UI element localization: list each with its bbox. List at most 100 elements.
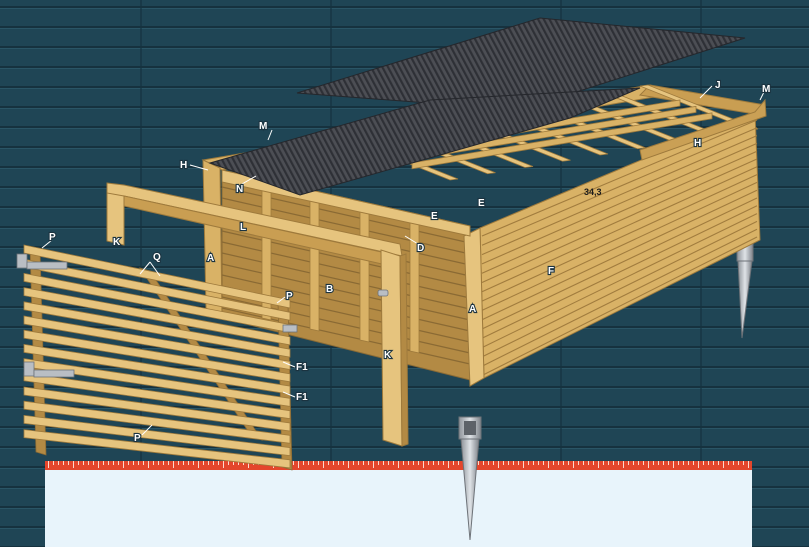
ruler-tick: [728, 461, 729, 465]
gate-slat: [23, 386, 291, 432]
ruler-tick: [193, 461, 194, 465]
ruler-tick: [103, 461, 104, 465]
ruler-tick: [438, 461, 439, 465]
side-board-line: [481, 119, 758, 237]
ruler-tick: [78, 461, 79, 465]
ruler-tick: [383, 461, 384, 465]
interior-post: [409, 212, 420, 354]
siding-highlight: [0, 208, 809, 209]
ruler-tick: [643, 461, 644, 465]
ruler-tick: [593, 461, 594, 465]
ruler-tick: [573, 461, 574, 468]
ruler-tick: [53, 461, 54, 465]
gate-slat: [23, 429, 291, 469]
ruler-tick: [668, 461, 669, 465]
label-measure: 34,3: [584, 187, 602, 197]
gate-slat: [23, 414, 291, 457]
interior-post: [309, 190, 320, 332]
ruler-tick: [353, 461, 354, 465]
gate-slat: [23, 315, 291, 370]
siding-line: [0, 206, 809, 208]
ruler-tick: [718, 461, 719, 465]
ruler-tick: [708, 461, 709, 465]
side-board-line: [481, 197, 758, 330]
label-L: L: [240, 222, 246, 233]
side-board-line: [481, 127, 758, 246]
ruler-tick: [688, 461, 689, 465]
ruler-tick: [68, 461, 69, 465]
ruler-tick: [173, 461, 174, 468]
side-board-line: [481, 150, 758, 274]
ruler-tick: [548, 461, 549, 468]
ruler-tick: [98, 461, 99, 468]
gate-slat: [23, 287, 291, 346]
ruler-tick: [423, 461, 424, 468]
ruler-tick: [358, 461, 359, 465]
gate-brackets: [16, 253, 298, 378]
label-K1: K: [113, 237, 121, 248]
ruler-tick: [108, 461, 109, 465]
ruler-tick: [378, 461, 379, 465]
ruler-tick: [433, 461, 434, 465]
ruler-tick: [733, 461, 734, 465]
ruler-tick: [553, 461, 554, 465]
ruler-tick: [428, 461, 429, 465]
ruler-tick: [603, 461, 604, 465]
label-F: F: [548, 266, 554, 277]
ruler-tick: [148, 461, 149, 468]
gate-slat: [23, 244, 291, 309]
ruler-tick: [488, 461, 489, 465]
ruler-tick: [48, 461, 49, 468]
side-board-line: [481, 135, 758, 256]
ruler-tick: [443, 461, 444, 465]
label-E1: E: [431, 211, 438, 222]
gate-slat: [23, 272, 291, 334]
ruler-tick: [298, 461, 299, 468]
siding-highlight: [0, 28, 809, 29]
ruler-tick: [233, 461, 234, 465]
siding-line: [0, 46, 809, 48]
side-wall-F: [479, 111, 761, 379]
label-M1: M: [259, 121, 267, 132]
rafter: [639, 84, 759, 131]
side-board-line: [481, 158, 758, 284]
roof-sheet-front: [208, 87, 641, 196]
ruler-tick: [188, 461, 189, 465]
side-board-line: [481, 220, 758, 358]
ruler-tick: [143, 461, 144, 465]
ruler-tick: [633, 461, 634, 465]
ruler-tick: [558, 461, 559, 465]
ruler-tick: [663, 461, 664, 465]
ruler-tick: [713, 461, 714, 465]
label-Q: Q: [153, 252, 161, 263]
ruler-tick: [388, 461, 389, 465]
ruler-tick: [373, 461, 374, 468]
label-E2: E: [478, 198, 485, 209]
ruler-tick: [673, 461, 674, 468]
ruler-tick: [403, 461, 404, 465]
ruler-tick: [93, 461, 94, 465]
ruler-tick: [113, 461, 114, 465]
ruler-tick: [703, 461, 704, 465]
ruler-tick: [398, 461, 399, 468]
siding-highlight: [0, 168, 809, 169]
ruler-tick: [658, 461, 659, 465]
ruler-tick: [363, 461, 364, 465]
label-H2: H: [694, 138, 701, 149]
ruler-tick: [693, 461, 694, 465]
gate-slat: [23, 343, 291, 395]
ruler-tick: [538, 461, 539, 465]
ruler-tick: [608, 461, 609, 465]
ruler-tick: [208, 461, 209, 465]
ground-post-right: [736, 242, 754, 339]
siding-line: [0, 186, 809, 188]
ruler-tick: [418, 461, 419, 465]
ruler-tick: [333, 461, 334, 465]
ruler-tick: [138, 461, 139, 465]
label-H1: H: [180, 160, 187, 171]
ruler-tick: [118, 461, 119, 465]
side-board-line: [481, 166, 758, 293]
ruler-tick: [123, 461, 124, 468]
ruler-tick: [683, 461, 684, 465]
siding-highlight: [0, 188, 809, 189]
